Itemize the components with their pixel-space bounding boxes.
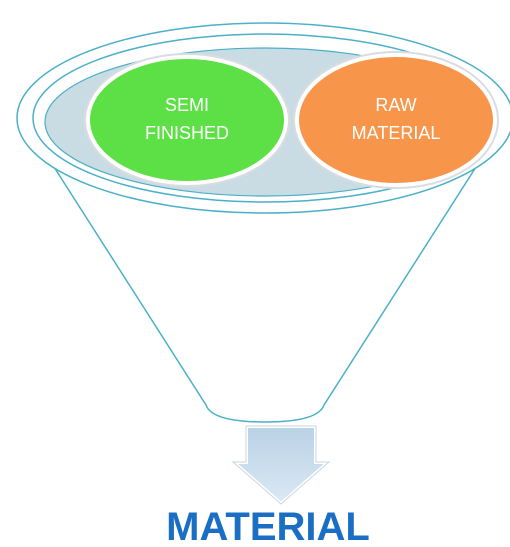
output-label: MATERIAL — [166, 505, 370, 547]
raw-material-node: RAW MATERIAL — [293, 51, 499, 189]
output-arrow — [227, 424, 335, 507]
raw-material-label-line1: RAW — [375, 95, 416, 115]
semi-finished-label-line2: FINISHED — [145, 123, 229, 143]
semi-finished-node: SEMI FINISHED — [84, 53, 290, 187]
semi-finished-ellipse — [90, 59, 284, 181]
semi-finished-label-line1: SEMI — [165, 95, 209, 115]
raw-material-ellipse — [299, 57, 493, 183]
raw-material-label-line2: MATERIAL — [352, 123, 441, 143]
